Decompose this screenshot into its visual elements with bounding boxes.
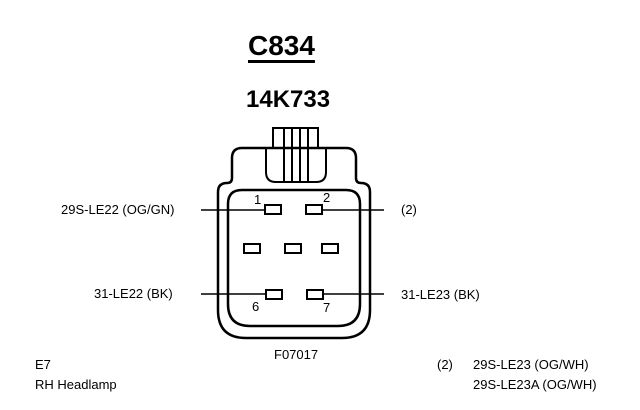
terminal-pin-4: [284, 243, 302, 254]
pin-number-2: 2: [323, 190, 330, 205]
wire-label-pin-7: 31-LE23 (BK): [401, 287, 480, 302]
wire-label-pin-6: 31-LE22 (BK): [94, 286, 173, 301]
part-number: 14K733: [246, 86, 331, 113]
terminal-array: [243, 204, 339, 300]
terminal-pin-3: [243, 243, 261, 254]
terminal-pin-6: [265, 289, 283, 300]
footnote-wire-1: 29S-LE23 (OG/WH): [473, 357, 589, 372]
pin-number-1: 1: [254, 192, 261, 207]
footnote-wire-2: 29S-LE23A (OG/WH): [473, 377, 597, 392]
location-code: E7: [35, 357, 51, 372]
figure-code: F07017: [274, 347, 319, 362]
locking-tab: [265, 127, 327, 183]
connector-housing: [216, 146, 372, 340]
pin-number-6: 6: [252, 299, 259, 314]
location-description: RH Headlamp: [35, 377, 117, 392]
terminal-pin-2: [305, 204, 323, 215]
wire-label-pin-2: (2): [401, 202, 417, 217]
connector-title: C834: [248, 30, 315, 61]
connector-cavity: [226, 188, 362, 328]
leader-lines: [201, 209, 384, 295]
terminal-pin-5: [321, 243, 339, 254]
footnote-marker: (2): [437, 357, 453, 372]
terminal-pin-7: [306, 289, 324, 300]
terminal-pin-1: [264, 204, 282, 215]
pin-number-7: 7: [323, 300, 330, 315]
wire-label-pin-1: 29S-LE22 (OG/GN): [61, 202, 175, 217]
